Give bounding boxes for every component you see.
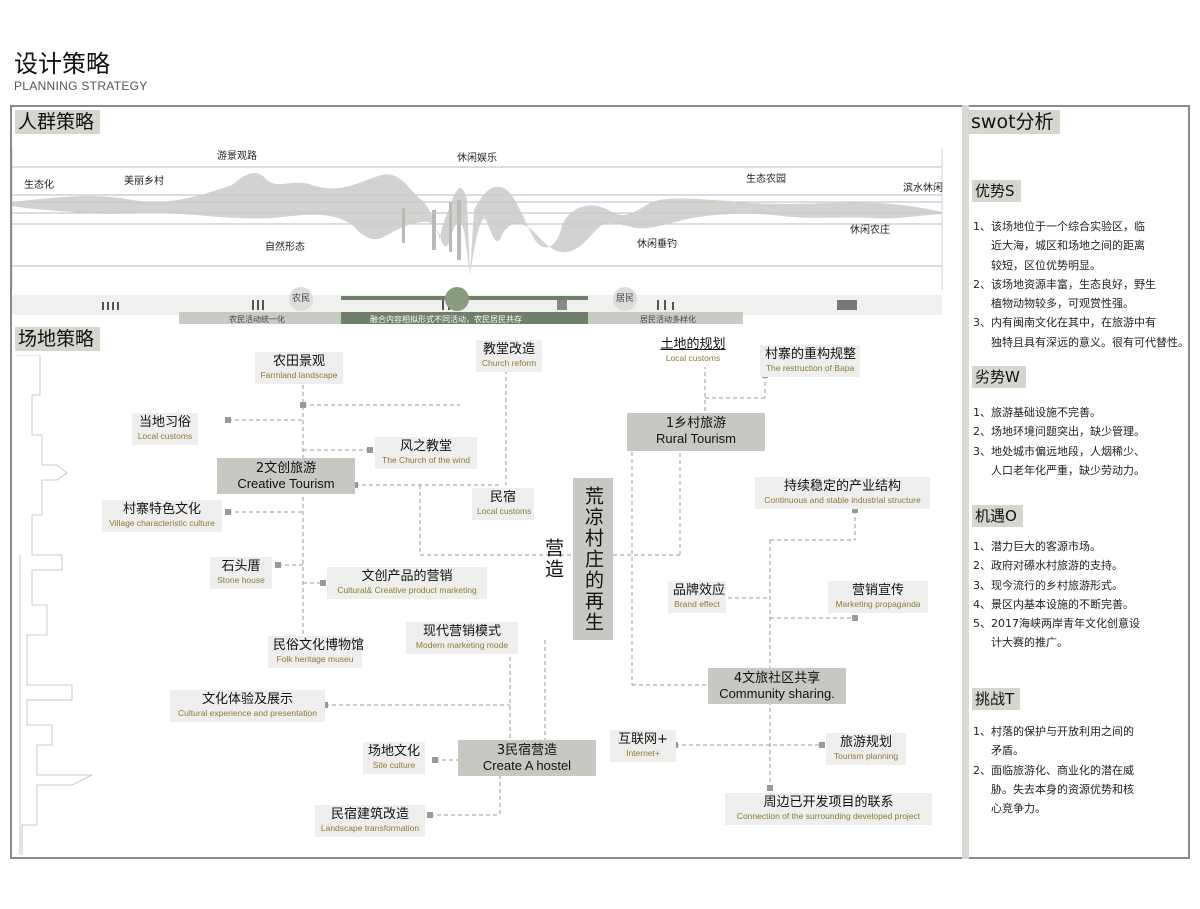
band-label-farmers: 农民活动统一化 bbox=[229, 315, 285, 324]
swot-item: 5、2017海峡两岸青年文化创意设 bbox=[973, 617, 1140, 631]
swot-item: 2、场地环境问题突出，缺少管理。 bbox=[973, 425, 1145, 439]
connector-dot bbox=[852, 615, 858, 621]
page-subtitle: PLANNING STRATEGY bbox=[14, 79, 148, 93]
node-local-customs: 当地习俗 Local customs bbox=[132, 413, 198, 445]
connector-dot bbox=[225, 417, 231, 423]
band-shared bbox=[341, 312, 588, 324]
node-internet: 互联网+ Internet+ bbox=[610, 730, 676, 762]
crowd-label-fishing: 休闲垂钓 bbox=[637, 239, 677, 250]
crowd-label-leisure: 休闲娱乐 bbox=[457, 153, 497, 164]
swot-weaknesses-title: 劣势W bbox=[972, 366, 1026, 388]
node-brand: 品牌效应 Brand effect bbox=[668, 581, 726, 613]
hub-community-sharing: 4文旅社区共享 Community sharing. bbox=[708, 668, 846, 704]
swot-item: 心竞争力。 bbox=[991, 802, 1046, 816]
node-industry: 持续稳定的产业结构 Continuous and stable industri… bbox=[755, 477, 930, 509]
connector-dot bbox=[852, 507, 858, 513]
crowd-strategy-heading: 人群策略 bbox=[15, 110, 101, 134]
hub-rural-tourism: 1乡村旅游 Rural Tourism bbox=[627, 413, 765, 451]
swot-threats-list: 1、村落的保护与开放利用之间的矛盾。 2、面临旅游化、商业化的潜在威胁。失去本身的… bbox=[973, 722, 1134, 818]
band-label-residents: 居民活动多样化 bbox=[640, 315, 696, 324]
node-bapa: 村寨的重构规整 The restruction of Bapa bbox=[760, 345, 860, 377]
swot-item: 2、该场地资源丰富，生态良好，野生 bbox=[973, 277, 1156, 291]
swot-item: 较短，区位优势明显。 bbox=[991, 258, 1101, 272]
page-title: 设计策略 bbox=[14, 50, 110, 78]
crowd-label-road: 游景观路 bbox=[217, 151, 257, 162]
swot-opportunities-title: 机遇O bbox=[972, 505, 1023, 527]
crowd-label-eco: 生态化 bbox=[24, 180, 54, 191]
circle-shared bbox=[445, 287, 469, 311]
circle-farmers: 农民 bbox=[289, 287, 313, 311]
swot-item: 植物动物较多，可观赏性强。 bbox=[991, 297, 1134, 311]
swot-weaknesses-list: 1、旅游基础设施不完善。 2、场地环境问题突出，缺少管理。 3、地处城市偏远地段，人… bbox=[973, 403, 1145, 480]
node-cultural-marketing: 文创产品的营销 Cultural& Creative product marke… bbox=[327, 567, 487, 599]
connector-dot bbox=[767, 785, 773, 791]
swot-threats-title: 挑战T bbox=[972, 688, 1021, 710]
crowd-flow-shape bbox=[12, 172, 942, 275]
swot-item: 2、政府对礤水村旅游的支持。 bbox=[973, 559, 1123, 573]
crowd-label-waterfront: 滨水休闲 bbox=[903, 183, 943, 194]
band-residents bbox=[588, 312, 743, 324]
node-village-culture: 村寨特色文化 Village characteristic culture bbox=[102, 500, 222, 532]
circle-residents: 居民 bbox=[613, 287, 637, 311]
swot-strengths-list: 1、该场地位于一个综合实验区，临近大海，城区和场地之间的距离较短，区位优势明显。… bbox=[973, 217, 1189, 352]
swot-heading: swot分析 bbox=[968, 110, 1060, 134]
node-folk-museum: 民俗文化博物馆 Folk heritage museu bbox=[268, 636, 364, 668]
node-church-wind: 风之教堂 The Church of the wind bbox=[375, 437, 477, 469]
connector-dot bbox=[367, 447, 373, 453]
swot-column bbox=[962, 105, 1190, 859]
swot-item: 3、地处城市偏远地段，人烟稀少、 bbox=[973, 444, 1145, 458]
node-church-reform: 教堂改造 Church reform bbox=[476, 340, 542, 372]
swot-strengths-title: 优势S bbox=[972, 180, 1021, 202]
swot-item: 3、现今流行的乡村旅游形式。 bbox=[973, 578, 1123, 592]
center-node-village-regeneration: 荒凉村庄的再生营造 bbox=[542, 478, 613, 640]
crowd-label-manor: 休闲农庄 bbox=[850, 225, 890, 236]
swot-item: 近大海，城区和场地之间的距离 bbox=[991, 239, 1145, 253]
swot-item: 1、该场地位于一个综合实验区，临 bbox=[973, 220, 1145, 233]
main-frame bbox=[10, 105, 1190, 859]
connector-dot bbox=[432, 757, 438, 763]
swot-item: 3、内有闽南文化在其中，在旅游中有 bbox=[973, 316, 1156, 330]
node-modern-marketing: 现代营销模式 Modern marketing mode bbox=[406, 622, 518, 654]
swot-item: 1、旅游基础设施不完善。 bbox=[973, 406, 1101, 419]
crowd-label-village: 美丽乡村 bbox=[124, 176, 164, 187]
node-landscape-transform: 民宿建筑改造 Landscape transformation bbox=[315, 805, 425, 837]
connector-dot bbox=[225, 509, 231, 515]
connector-dot bbox=[275, 562, 281, 568]
node-tourism-planning: 旅游规划 Tourism planning bbox=[826, 733, 906, 765]
connector-dot bbox=[819, 742, 825, 748]
node-site-culture: 场地文化 Site culture bbox=[363, 742, 425, 774]
swot-item: 1、潜力巨大的客源市场。 bbox=[973, 540, 1101, 553]
node-farmland: 农田景观 Farmland landscape bbox=[255, 352, 343, 384]
crowd-label-nature: 自然形态 bbox=[265, 242, 305, 253]
band-farmers bbox=[179, 312, 341, 324]
connector-dot bbox=[427, 812, 433, 818]
node-stone-house: 石头厝 Stone house bbox=[210, 557, 272, 589]
node-propaganda: 营销宣传 Marketing propaganda bbox=[828, 581, 928, 613]
swot-item: 矛盾。 bbox=[991, 744, 1024, 758]
connector-dot bbox=[320, 580, 326, 586]
hub-creative-tourism: 2文创旅游 Creative Tourism bbox=[217, 458, 355, 494]
hub-create-hostel: 3民宿营造 Create A hostel bbox=[458, 740, 596, 776]
connector-dot bbox=[322, 702, 328, 708]
swot-item: 计大赛的推广。 bbox=[991, 636, 1068, 650]
crowd-diagram bbox=[12, 148, 943, 324]
swot-item: 人口老年化严重，缺少劳动力。 bbox=[991, 463, 1145, 477]
swot-item: 2、面临旅游化、商业化的潜在威 bbox=[973, 763, 1134, 777]
band-label-shared: 融合内容相拟形式不同活动，农民居民共存 bbox=[370, 315, 522, 324]
connector-dot bbox=[300, 402, 306, 408]
site-strategy-heading: 场地策略 bbox=[15, 327, 101, 351]
left-skyline-decoration bbox=[17, 355, 93, 855]
node-surrounding: 周边已开发项目的联系 Connection of the surrounding… bbox=[725, 793, 932, 825]
swot-item: 4、景区内基本设施的不断完善。 bbox=[973, 597, 1134, 611]
swot-item: 独特且具有深远的意义。很有可代替性。 bbox=[991, 335, 1189, 349]
node-land-planning: 土地的规划 Local customs bbox=[655, 335, 731, 367]
swot-opportunities-list: 1、潜力巨大的客源市场。 2、政府对礤水村旅游的支持。 3、现今流行的乡村旅游形式。… bbox=[973, 537, 1140, 653]
connector-dot bbox=[352, 482, 358, 488]
swot-item: 胁。失去本身的资源优势和核 bbox=[991, 782, 1134, 796]
swot-item: 1、村落的保护与开放利用之间的 bbox=[973, 725, 1134, 738]
node-homestay: 民宿 Local customs bbox=[472, 488, 534, 520]
crowd-label-farm: 生态农园 bbox=[746, 174, 786, 185]
node-cultural-experience: 文化体验及展示 Cultural experience and presenta… bbox=[170, 690, 325, 722]
